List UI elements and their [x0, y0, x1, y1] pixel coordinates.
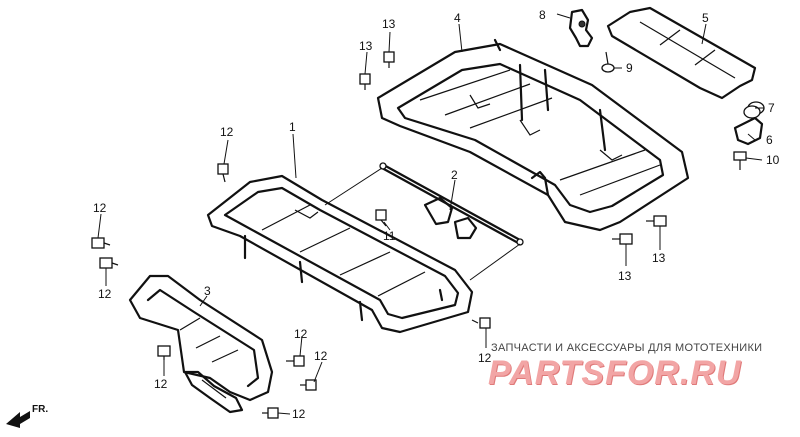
callouts: 1 2 3 4 5 6 7 8 9 10 11 12 12 12 12 12 1…: [93, 8, 780, 421]
callout-13-b: 13: [359, 39, 373, 53]
callout-12-c: 12: [98, 287, 112, 301]
callout-1: 1: [289, 120, 296, 134]
callout-12-g: 12: [292, 407, 306, 421]
watermark-subtitle: ЗАПЧАСТИ И АКСЕССУАРЫ ДЛЯ МОТОТЕХНИКИ: [491, 342, 763, 354]
callout-12-h: 12: [478, 351, 492, 365]
bolt-part-11: [375, 209, 387, 227]
bolt-12-f: [300, 379, 317, 391]
callout-3: 3: [204, 284, 211, 298]
bolt-13-a: [383, 51, 395, 68]
callout-5: 5: [702, 11, 709, 25]
callout-6: 6: [766, 133, 773, 147]
bolt-part-9: [601, 51, 615, 73]
bolt-13-d: [646, 215, 667, 227]
front-carrier-part-1: [206, 174, 474, 334]
callout-8: 8: [539, 8, 546, 22]
collar-part-7: [743, 101, 765, 119]
callout-12-a: 12: [220, 125, 234, 139]
bolt-12-d: [157, 345, 171, 360]
bolt-12-a: [217, 163, 229, 183]
callout-12-e: 12: [294, 327, 308, 341]
callout-2: 2: [451, 168, 458, 182]
clamp-part-6: [733, 116, 764, 146]
callout-12-d: 12: [154, 377, 168, 391]
bolt-12-g: [262, 407, 279, 419]
bolt-12-b: [91, 237, 111, 249]
bolt-13-b: [359, 73, 371, 90]
bracket-bar-part-5: [606, 6, 757, 100]
front-direction-label: FR.: [32, 404, 48, 415]
callout-13-d: 13: [652, 251, 666, 265]
bolt-12-c: [99, 257, 119, 269]
callout-13-a: 13: [382, 17, 396, 31]
callout-4: 4: [454, 11, 461, 25]
callout-12-f: 12: [314, 349, 328, 363]
guide-lines: [324, 167, 521, 281]
callout-11: 11: [383, 229, 396, 243]
callout-9: 9: [626, 61, 633, 75]
callout-10: 10: [766, 153, 780, 167]
rear-carrier-part-4: [376, 38, 690, 232]
bolt-13-c: [612, 233, 633, 245]
front-direction-arrow-icon: FR.: [6, 404, 48, 428]
front-guard-part-3: [128, 274, 274, 414]
callout-7: 7: [768, 101, 775, 115]
leader-lines: [97, 13, 764, 415]
bolt-12-h: [471, 317, 491, 329]
bolt-12-e: [286, 355, 305, 367]
watermark-logo: PARTSFOR.RU: [488, 354, 742, 392]
bolt-part-10: [733, 151, 747, 170]
callout-13-c: 13: [618, 269, 632, 283]
clamp-part-8: [568, 8, 594, 48]
callout-12-b: 12: [93, 201, 107, 215]
